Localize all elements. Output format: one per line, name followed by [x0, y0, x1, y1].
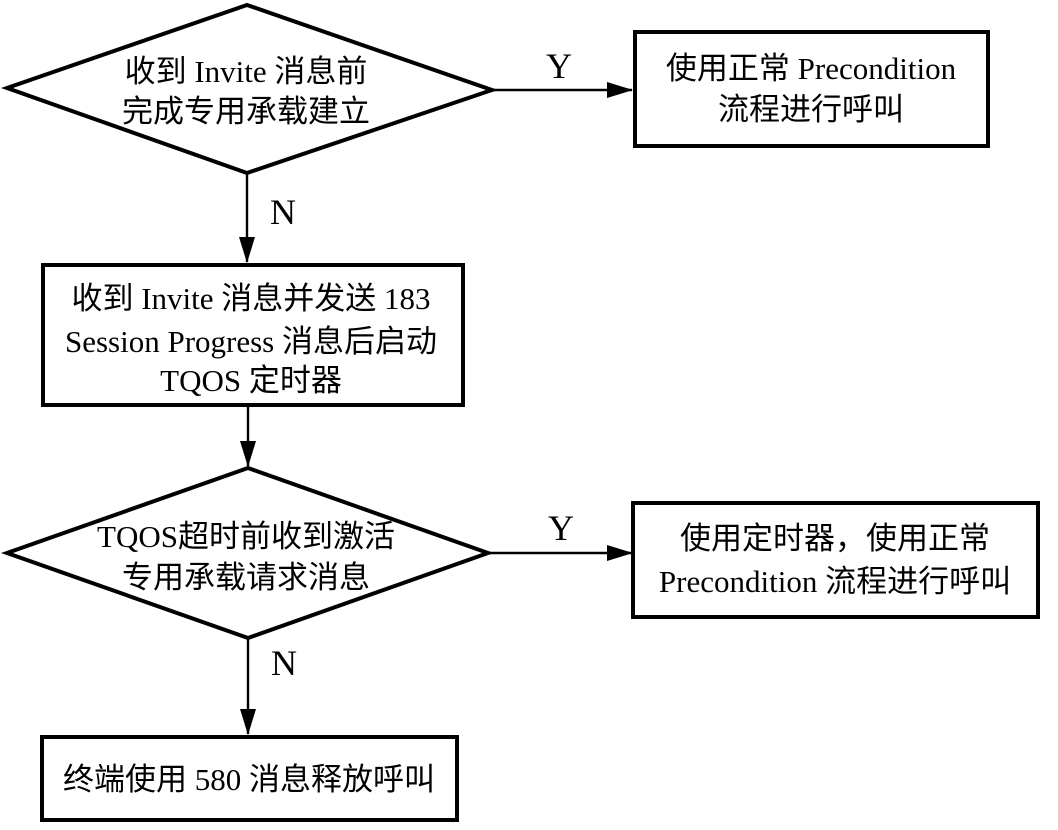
no-label-2: N	[271, 643, 297, 683]
result-2-text-line-2: Precondition 流程进行呼叫	[659, 564, 1011, 599]
decision-1-text-line-2: 完成专用承载建立	[122, 94, 370, 129]
yes-label-2: Y	[548, 508, 574, 548]
decision-2-text-line-2: 专用承载请求消息	[122, 560, 370, 595]
result-box-2	[631, 501, 1040, 619]
process-text-line-2: Session Progress 消息后启动	[65, 324, 437, 359]
process-box	[41, 263, 465, 407]
result-2-text-line-1: 使用定时器，使用正常	[680, 521, 990, 556]
decision-2-text-line-1: TQOS超时前收到激活	[97, 519, 395, 554]
result-1-text-line-1: 使用正常 Precondition	[666, 51, 957, 86]
result-1-text-line-2: 流程进行呼叫	[718, 92, 904, 127]
yes-label-1: Y	[546, 46, 572, 86]
process-text-line-3: TQOS 定时器	[160, 363, 342, 398]
terminal-box	[40, 735, 459, 822]
decision-diamond-1	[0, 2, 499, 176]
terminal-text-line-1: 终端使用 580 消息释放呼叫	[63, 762, 435, 797]
result-box-1	[633, 30, 990, 148]
process-text-line-1: 收到 Invite 消息并发送 183	[71, 281, 430, 316]
decision-1-text-line-1: 收到 Invite 消息前	[125, 54, 368, 89]
no-label-1: N	[270, 192, 296, 232]
